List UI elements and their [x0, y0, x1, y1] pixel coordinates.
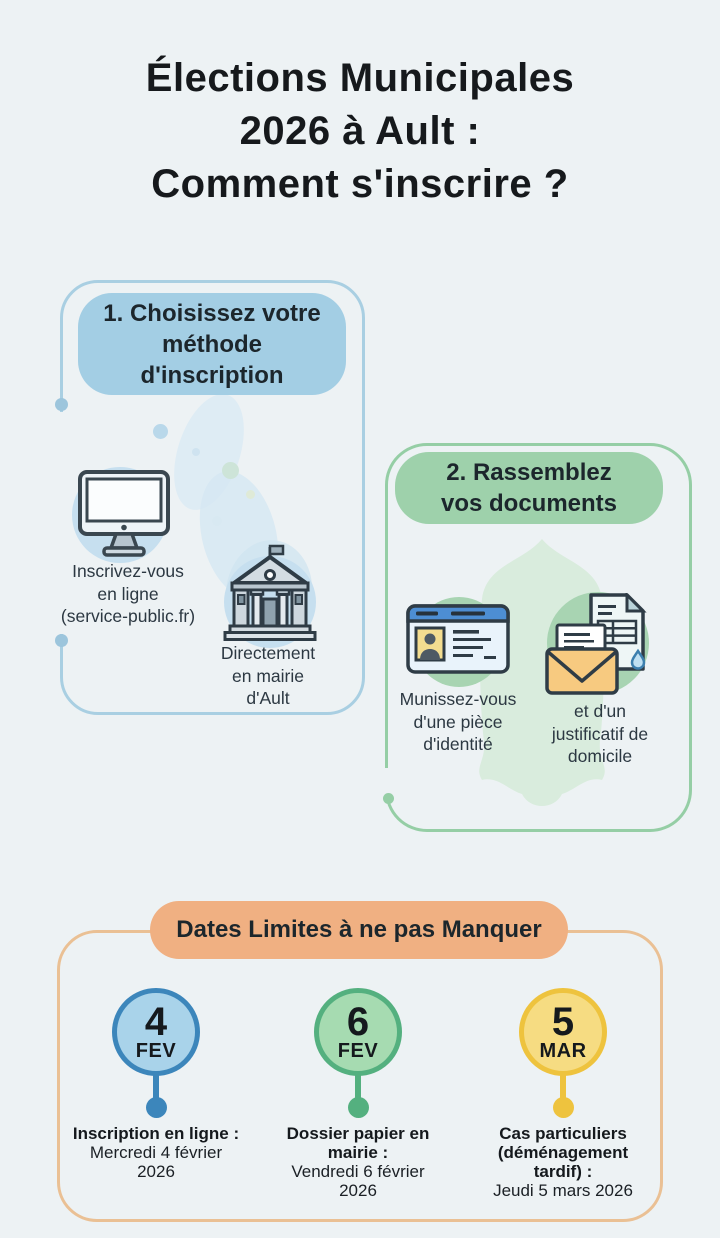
computer-icon [78, 470, 170, 557]
deadlines-header: Dates Limites à ne pas Manquer [150, 901, 568, 959]
document-id-label: Munissez-vous d'une pièce d'identité [399, 689, 517, 754]
deadline-month: MAR [539, 1039, 587, 1062]
deadline-label: Dossier papier en mairie : [286, 1124, 430, 1162]
timeline-dot [146, 1097, 167, 1118]
deadline-date-circle: 5 MAR [519, 988, 607, 1076]
bubble-decoration [153, 424, 168, 439]
deadline-text-block: Inscription en ligne : Mercredi 4 févrie… [46, 1124, 266, 1181]
document-proof-label: et d'un justificatif de domicile [551, 701, 649, 766]
timeline-dot [348, 1097, 369, 1118]
border-end-dot [55, 398, 68, 411]
deadline-label: Cas particuliers (déménagement tardif) : [497, 1124, 629, 1181]
timeline-stem [560, 1074, 566, 1100]
bubble-decoration [222, 462, 239, 479]
deadline-date-circle: 4 FEV [112, 988, 200, 1076]
deadline-month: FEV [135, 1039, 177, 1062]
step1-header: 1. Choisissez votre méthode d'inscriptio… [78, 293, 346, 395]
deadline-date-text: Mercredi 4 février 2026 [89, 1143, 223, 1181]
town-hall-icon [223, 544, 317, 641]
deadline-date-circle: 6 FEV [314, 988, 402, 1076]
option-online-label: Inscrivez-vous en ligne (service-public.… [60, 561, 196, 626]
step2-box-border [385, 443, 692, 832]
deadline-date-text: Vendredi 6 février 2026 [291, 1162, 425, 1200]
deadline-day: 5 [551, 999, 575, 1044]
step2-header: 2. Rassemblez vos documents [395, 452, 663, 524]
deadline-label: Inscription en ligne : [72, 1124, 240, 1143]
id-card-icon [406, 604, 510, 674]
timeline-stem [355, 1074, 361, 1100]
deadline-month: FEV [337, 1039, 379, 1062]
bubble-decoration [192, 448, 200, 456]
timeline-dot [553, 1097, 574, 1118]
deadline-day: 6 [346, 999, 370, 1044]
bubble-decoration [212, 516, 222, 526]
border-end-dot [383, 793, 394, 804]
deadline-text-block: Cas particuliers (déménagement tardif) :… [453, 1124, 673, 1200]
deadline-text-block: Dossier papier en mairie : Vendredi 6 fé… [248, 1124, 468, 1200]
step1-border-gap-mask [59, 412, 65, 634]
envelope-document-icon [545, 593, 647, 695]
timeline-stem [153, 1074, 159, 1100]
option-townhall-label: Directement en mairie d'Ault [220, 643, 316, 708]
border-end-dot [55, 634, 68, 647]
step2-border-gap-mask [384, 768, 390, 795]
page-title: Élections Municipales 2026 à Ault : Comm… [145, 56, 575, 206]
bubble-decoration [246, 490, 255, 499]
deadline-date-text: Jeudi 5 mars 2026 [493, 1181, 633, 1200]
deadline-day: 4 [144, 999, 168, 1044]
